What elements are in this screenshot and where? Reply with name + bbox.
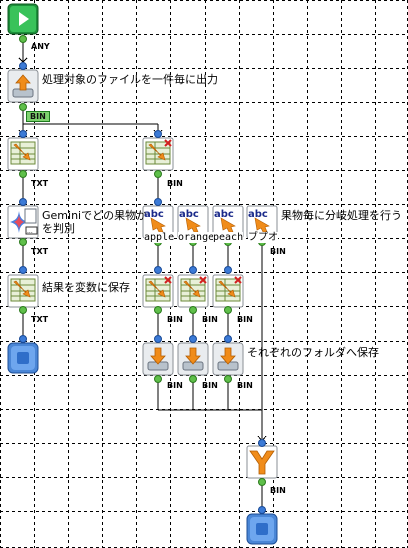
port-8 bbox=[154, 198, 162, 206]
port-0 bbox=[19, 35, 27, 43]
port-20 bbox=[189, 306, 197, 314]
wire-label-bin-4b: BIN bbox=[202, 381, 218, 390]
port-27 bbox=[189, 375, 197, 383]
branch-label-apple: apple bbox=[144, 232, 175, 243]
port-19 bbox=[154, 306, 162, 314]
save-node-3[interactable] bbox=[212, 342, 244, 376]
merge-icon bbox=[249, 450, 275, 475]
upload-tray-icon bbox=[12, 74, 34, 98]
table-arrow-icon bbox=[148, 280, 166, 298]
parse-node[interactable] bbox=[7, 137, 39, 171]
branch-abc-1: abc bbox=[144, 209, 164, 220]
wire-badge-bin: BIN bbox=[26, 111, 50, 122]
table-arrow-icon bbox=[183, 280, 201, 298]
wire-label-txt-3: TXT bbox=[31, 315, 49, 324]
branch-label-orange: orange bbox=[178, 232, 215, 243]
note-gemini-line2: を判別 bbox=[42, 222, 75, 235]
gemini-node[interactable]: ... bbox=[7, 205, 39, 239]
branch-label-peach: peach bbox=[213, 232, 244, 243]
branch-table-node-3[interactable] bbox=[212, 274, 244, 308]
stop-icon bbox=[256, 523, 268, 535]
table-arrow-icon bbox=[10, 278, 36, 302]
branch-abc-3: abc bbox=[214, 209, 234, 220]
branch-table-node-2[interactable] bbox=[177, 274, 209, 308]
note-output-files: 処理対象のファイルを一件毎に出力 bbox=[42, 73, 218, 86]
port-22 bbox=[19, 335, 27, 343]
port-30 bbox=[258, 478, 266, 486]
port-4 bbox=[154, 130, 162, 138]
note-save-to-variable: 結果を変数に保存 bbox=[42, 281, 130, 294]
note-branch-by-fruit: 果物毎に分岐処理を行う bbox=[281, 209, 402, 222]
parse-bin-node[interactable] bbox=[142, 137, 174, 171]
port-15 bbox=[154, 266, 162, 274]
output-node[interactable] bbox=[7, 69, 39, 103]
branch-node-1[interactable] bbox=[142, 205, 174, 239]
note-gemini-identify: Geminiでどの果物か を判別 bbox=[42, 209, 147, 235]
start-node[interactable] bbox=[7, 3, 39, 35]
save-node-1[interactable] bbox=[142, 342, 174, 376]
port-24 bbox=[189, 335, 197, 343]
port-9 bbox=[19, 238, 27, 246]
port-3 bbox=[19, 130, 27, 138]
port-5 bbox=[19, 170, 27, 178]
table-arrow-icon bbox=[10, 141, 36, 165]
wire-label-bin-2: BIN bbox=[270, 247, 286, 256]
port-14 bbox=[19, 266, 27, 274]
wire-label-bin-4c: BIN bbox=[237, 381, 253, 390]
port-25 bbox=[224, 335, 232, 343]
port-21 bbox=[224, 306, 232, 314]
port-2 bbox=[19, 103, 27, 111]
port-31 bbox=[258, 506, 266, 514]
wire-label-bin-3c: BIN bbox=[237, 315, 253, 324]
merge-node[interactable] bbox=[246, 445, 278, 479]
table-arrow-icon bbox=[218, 280, 236, 298]
port-17 bbox=[224, 266, 232, 274]
gemini-icon: ... bbox=[10, 208, 38, 235]
end-node-left[interactable] bbox=[7, 342, 39, 374]
wire-label-any: ANY bbox=[31, 42, 50, 51]
port-16 bbox=[189, 266, 197, 274]
port-23 bbox=[154, 335, 162, 343]
port-1 bbox=[19, 62, 27, 70]
wire-label-txt-1: TXT bbox=[31, 179, 49, 188]
stop-icon bbox=[17, 352, 29, 364]
branch-abc-2: abc bbox=[179, 209, 199, 220]
table-arrow-red-icon bbox=[145, 139, 172, 165]
ports bbox=[19, 35, 266, 514]
end-node-right[interactable] bbox=[246, 513, 278, 545]
play-icon bbox=[19, 12, 29, 26]
port-6 bbox=[154, 170, 162, 178]
branch-abc-4: abc bbox=[248, 209, 268, 220]
port-7 bbox=[19, 198, 27, 206]
port-28 bbox=[224, 375, 232, 383]
port-26 bbox=[154, 375, 162, 383]
note-gemini-line1: Geminiでどの果物か bbox=[42, 209, 148, 222]
branch-table-nodes bbox=[142, 274, 244, 308]
save-node-2[interactable] bbox=[177, 342, 209, 376]
branch-table-node-1[interactable] bbox=[142, 274, 174, 308]
wire-label-bin-4a: BIN bbox=[167, 381, 183, 390]
port-18 bbox=[19, 306, 27, 314]
wire-label-bin-1: BIN bbox=[167, 179, 183, 188]
wire-label-bin-3b: BIN bbox=[202, 315, 218, 324]
port-29 bbox=[258, 439, 266, 447]
wire-label-txt-2: TXT bbox=[31, 247, 49, 256]
svg-text:...: ... bbox=[27, 228, 33, 235]
save-nodes bbox=[142, 342, 244, 376]
branch-label-other: ブプオ bbox=[248, 232, 278, 243]
wire-label-bin-3a: BIN bbox=[167, 315, 183, 324]
wire-label-bin-5: BIN bbox=[270, 486, 286, 495]
note-save-to-folders: それぞれのフォルダへ保存 bbox=[247, 346, 379, 359]
store-result-node[interactable] bbox=[7, 274, 39, 308]
